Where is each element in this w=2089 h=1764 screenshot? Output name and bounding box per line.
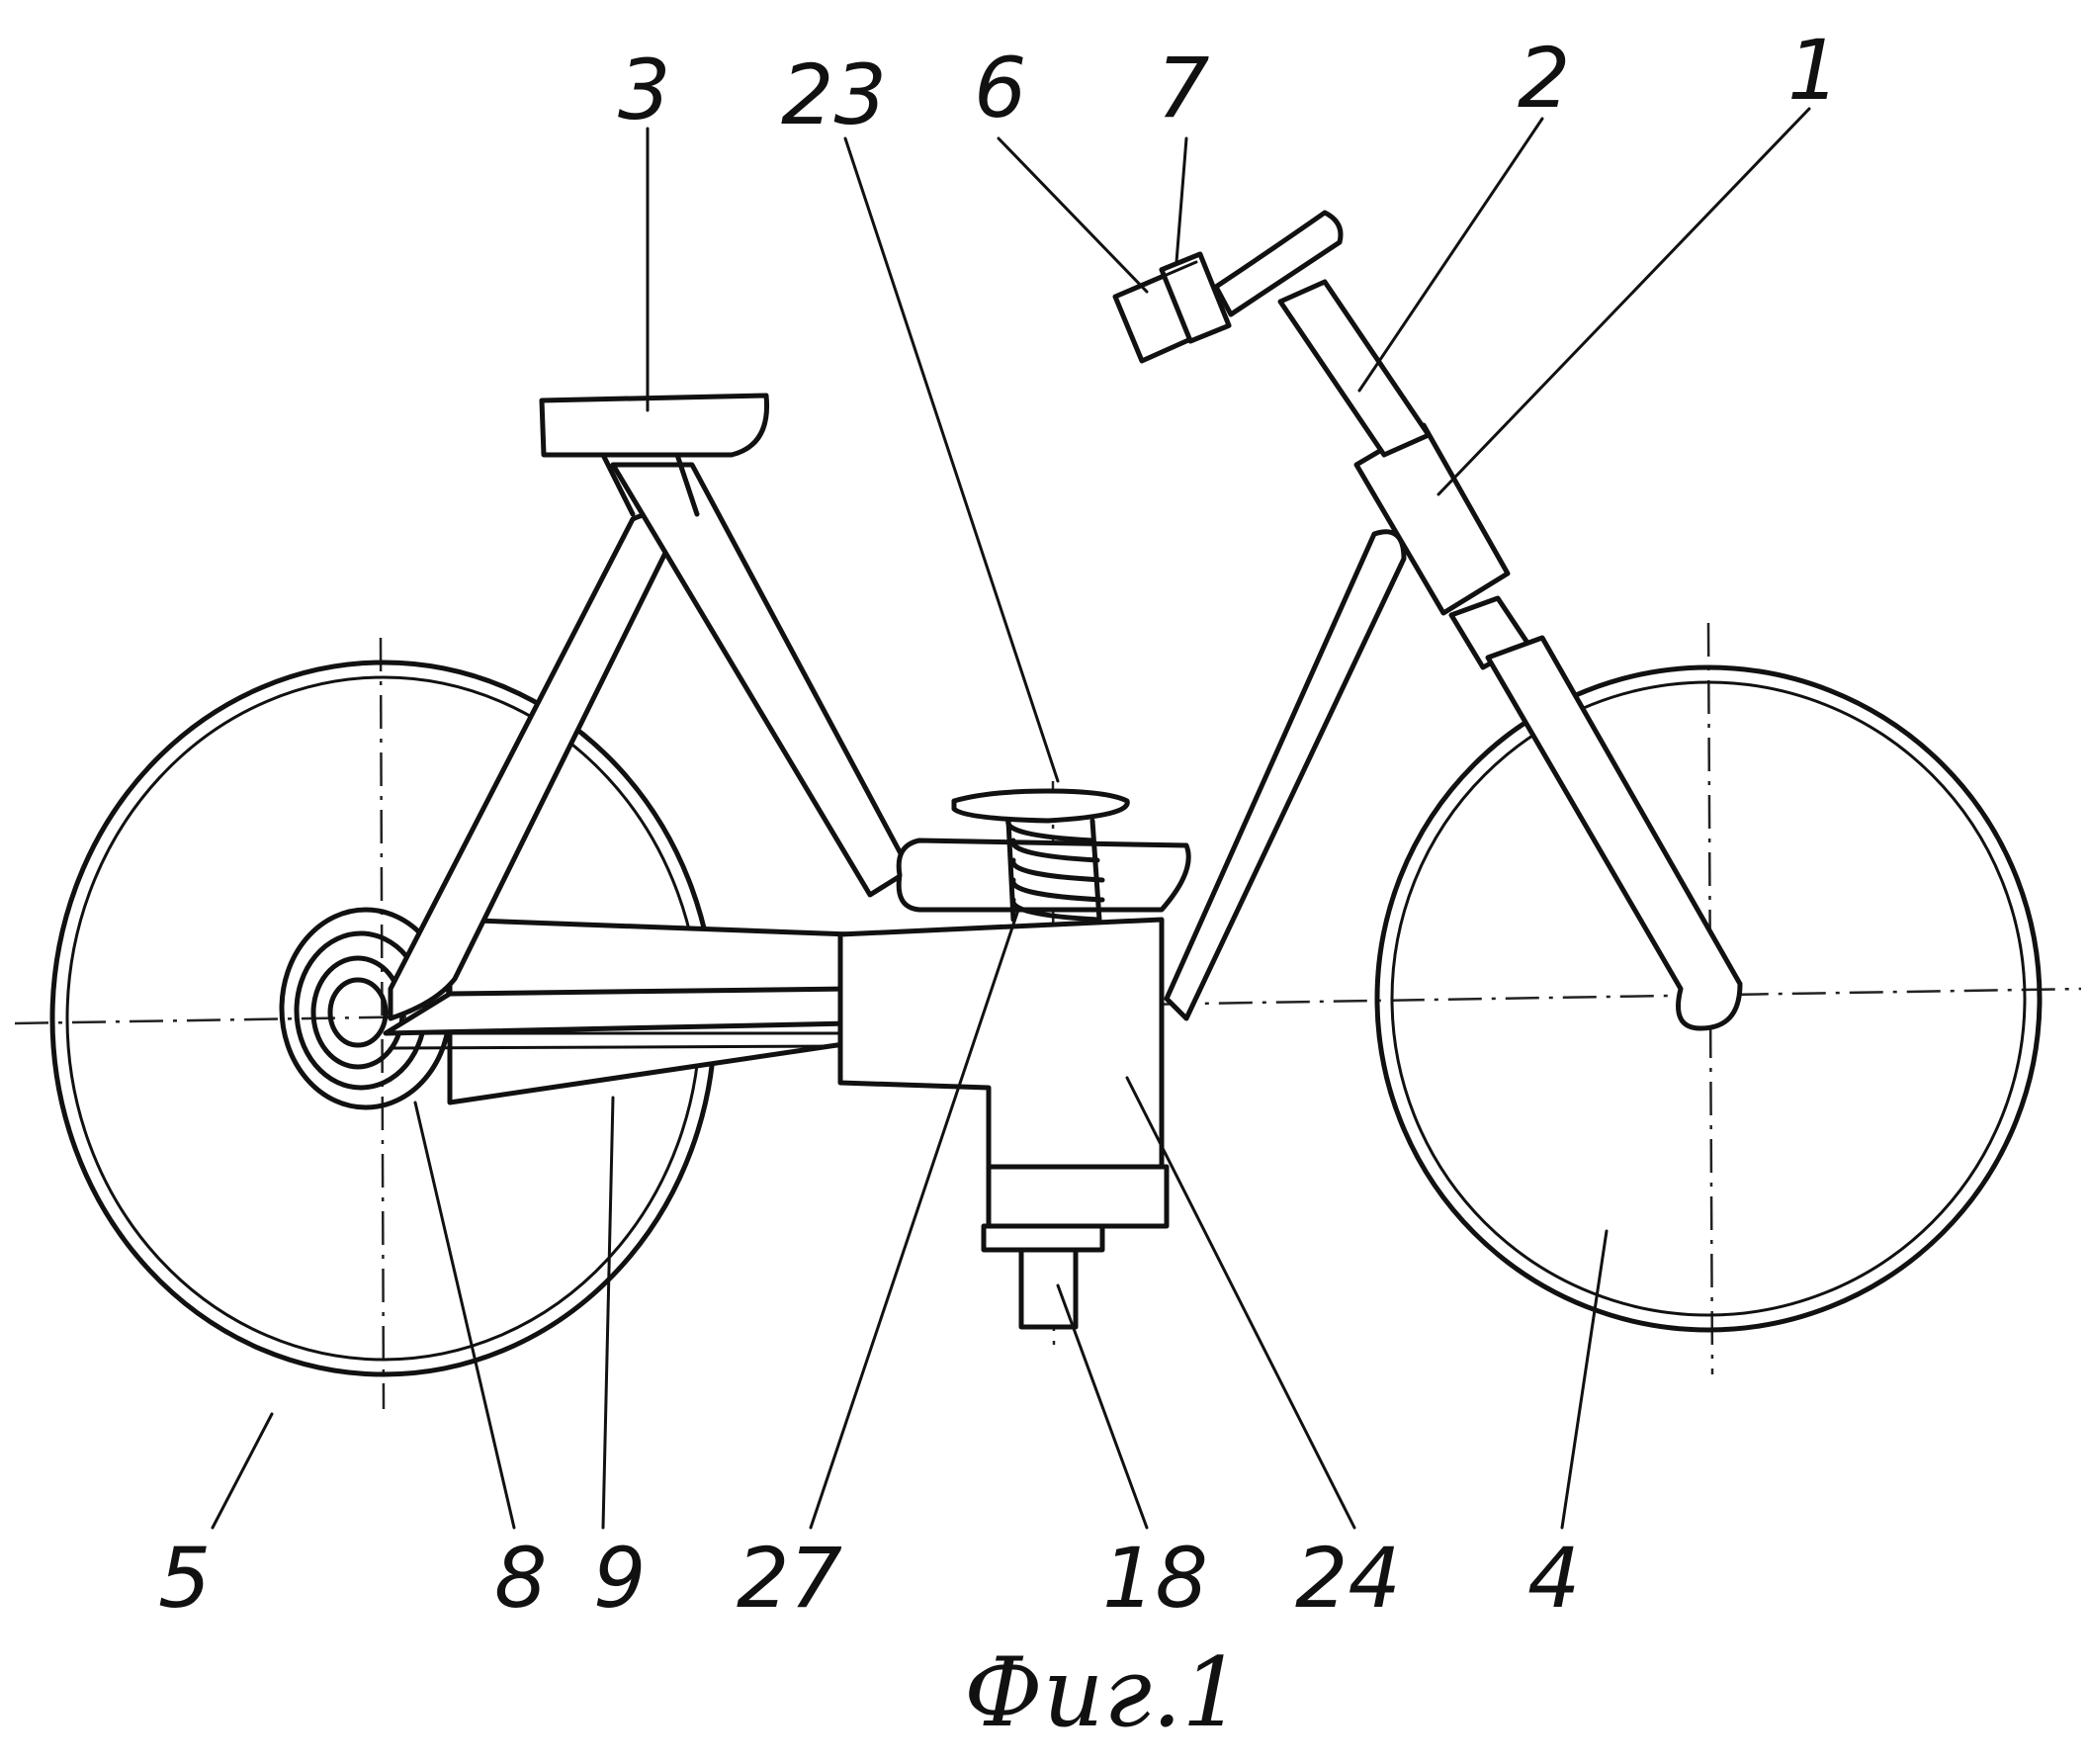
leader-lines xyxy=(211,107,1811,1530)
label-27: 27 xyxy=(737,1530,842,1627)
label-24: 24 xyxy=(1295,1530,1401,1627)
label-3: 3 xyxy=(618,42,670,138)
motor-block xyxy=(837,917,1170,1330)
label-7: 7 xyxy=(1157,40,1209,136)
saddle xyxy=(539,393,770,517)
spring-assembly xyxy=(951,788,1130,923)
label-6: 6 xyxy=(974,40,1026,136)
front-wheel xyxy=(1374,664,2043,1333)
label-2: 2 xyxy=(1518,30,1570,127)
label-5: 5 xyxy=(158,1530,211,1627)
label-8: 8 xyxy=(494,1530,547,1627)
label-4: 4 xyxy=(1527,1530,1580,1627)
throttle-grip xyxy=(1112,251,1232,364)
bicycle-frame xyxy=(383,462,1407,1036)
label-23: 23 xyxy=(781,46,887,143)
label-9: 9 xyxy=(593,1530,646,1627)
label-18: 18 xyxy=(1102,1530,1208,1627)
figure-caption: Фиг.1 xyxy=(964,1637,1243,1748)
reference-labels: 3 23 6 7 2 1 5 8 9 27 18 24 4 xyxy=(158,22,1840,1627)
steering-assembly xyxy=(1213,210,1743,1031)
label-1: 1 xyxy=(1787,22,1840,119)
